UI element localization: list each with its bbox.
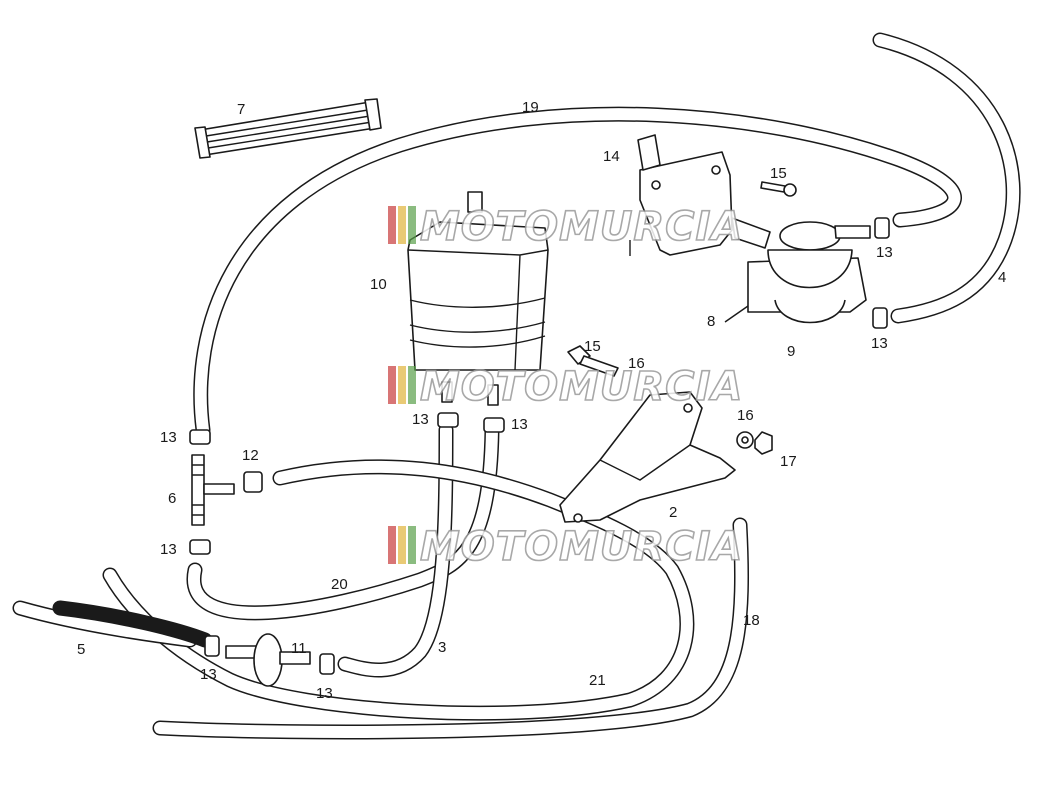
callout-18: 18	[743, 612, 760, 629]
callout-9: 9	[787, 343, 795, 360]
hose-3	[337, 422, 454, 678]
callout-15: 15	[584, 338, 601, 355]
callout-13: 13	[511, 416, 528, 433]
callout-13: 13	[876, 244, 893, 261]
callout-13: 13	[316, 685, 333, 702]
hose-19	[193, 106, 962, 438]
nut-part-17	[754, 431, 773, 455]
clamp-part-13	[189, 217, 890, 675]
callout-13: 13	[200, 666, 217, 683]
callout-13: 13	[412, 411, 429, 428]
callout-13: 13	[160, 541, 177, 558]
callout-10: 10	[370, 276, 387, 293]
screw-part-15b	[567, 345, 619, 377]
watermark-logo: MOTOMURCIA	[388, 203, 743, 251]
hose-12-line	[102, 459, 695, 721]
callout-19: 19	[522, 99, 539, 116]
callout-5: 5	[77, 641, 85, 658]
hose-5	[12, 600, 213, 648]
callout-21: 21	[589, 672, 606, 689]
callout-labels: 2 3 4 5 6 7 8 9 10 11 12 13 13 13 13 13 …	[77, 99, 1006, 702]
callout-6: 6	[168, 490, 176, 507]
callout-16: 16	[737, 407, 754, 424]
bracket-part-2	[559, 391, 736, 523]
svg-text:MOTOMURCIA: MOTOMURCIA	[420, 524, 743, 570]
svg-text:MOTOMURCIA: MOTOMURCIA	[420, 204, 743, 250]
hose-20	[186, 422, 500, 621]
callout-4: 4	[998, 269, 1006, 286]
inline-filter-part-11	[225, 633, 311, 687]
clamp-part-12	[243, 471, 263, 493]
callout-14: 14	[603, 148, 620, 165]
hose-4	[872, 32, 1021, 324]
callout-7: 7	[237, 101, 245, 118]
callout-17: 17	[780, 453, 797, 470]
t-fitting-part-6	[191, 454, 235, 526]
callout-20: 20	[331, 576, 348, 593]
callout-16: 16	[628, 355, 645, 372]
callout-3: 3	[438, 639, 446, 656]
watermark-logo: MOTOMURCIA	[388, 363, 743, 411]
callout-2: 2	[669, 504, 677, 521]
svg-text:MOTOMURCIA: MOTOMURCIA	[420, 364, 743, 410]
callout-11: 11	[291, 640, 307, 657]
watermark-logo: MOTOMURCIA	[388, 523, 743, 571]
screw-part-15	[760, 181, 797, 197]
fuel-filter-part-9	[747, 221, 871, 324]
bracket-part-14	[637, 134, 771, 256]
callout-12: 12	[242, 447, 259, 464]
leader-lines	[629, 240, 749, 323]
callout-15: 15	[770, 165, 787, 182]
canister-part-10	[407, 191, 549, 406]
callout-13: 13	[871, 335, 888, 352]
callout-13: 13	[160, 429, 177, 446]
hose-18	[152, 517, 750, 740]
callout-8: 8	[707, 313, 715, 330]
washer-part-16	[736, 431, 754, 449]
strap-part-7	[194, 98, 382, 159]
